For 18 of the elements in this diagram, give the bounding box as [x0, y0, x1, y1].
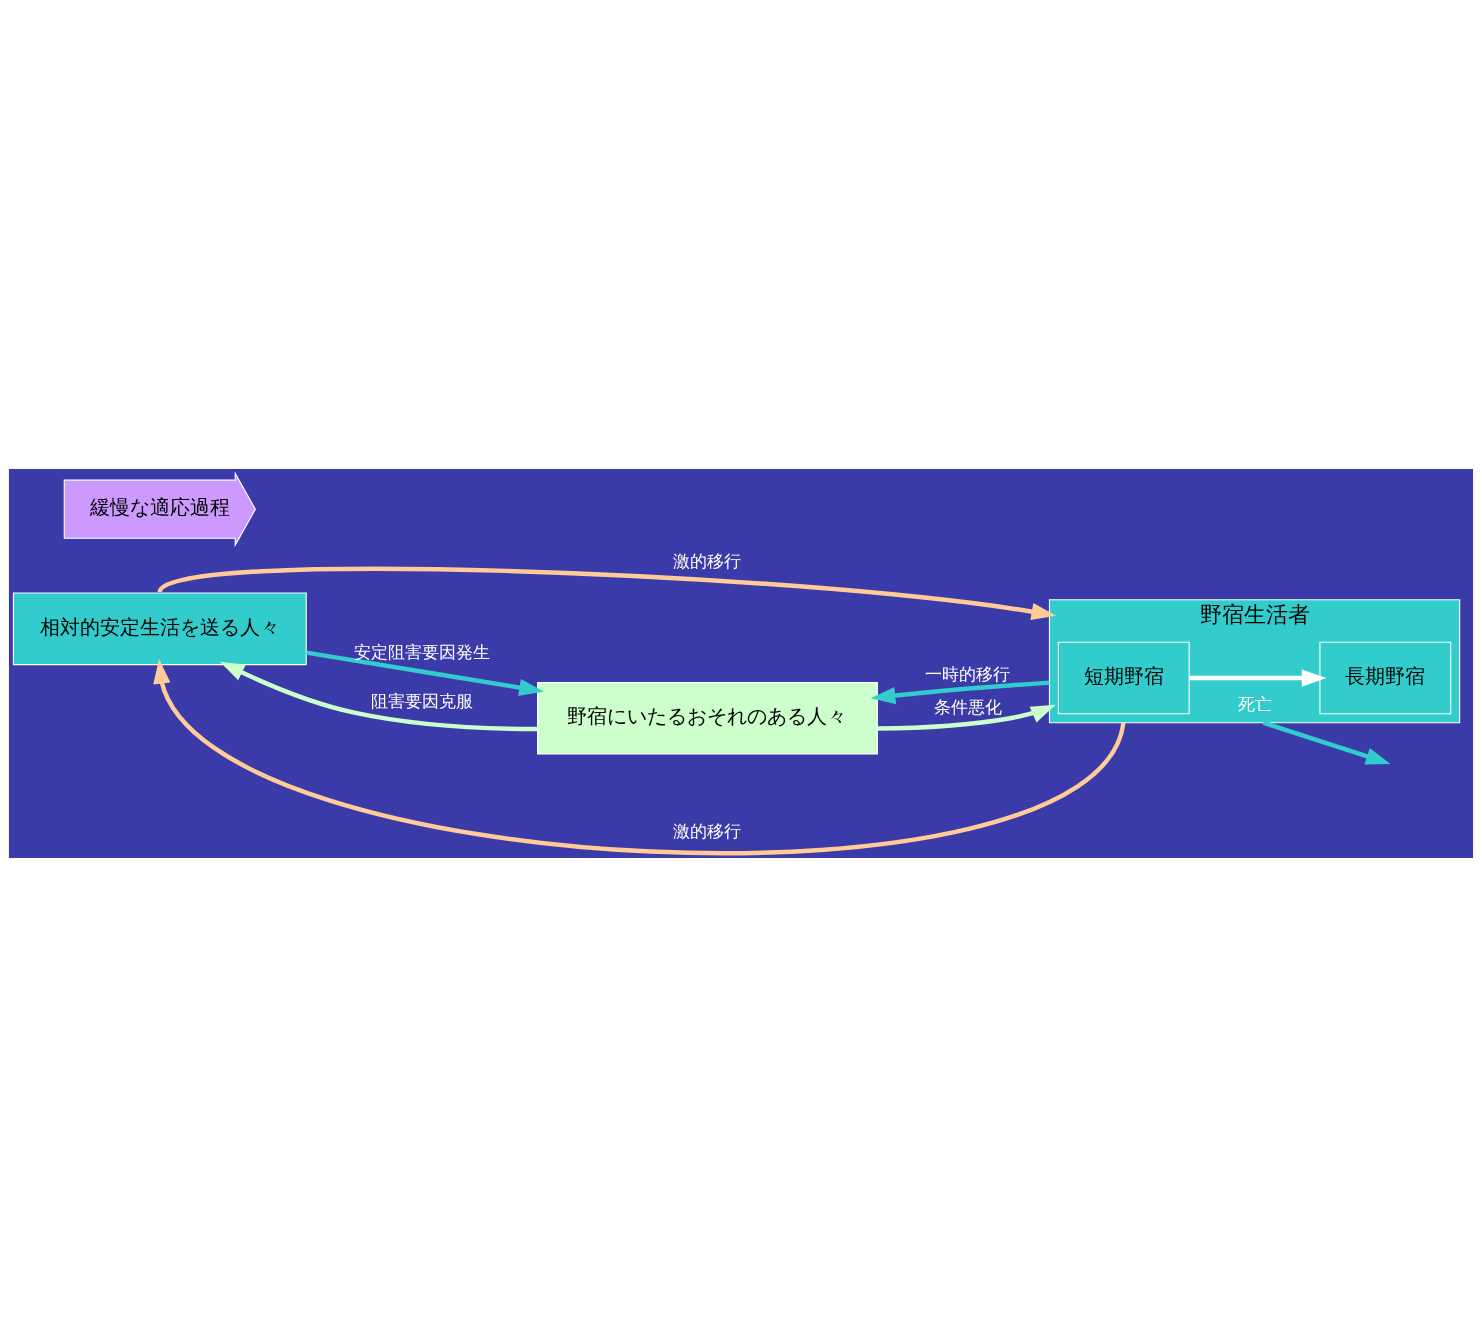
arrow	[306, 650, 544, 697]
node-box: 短期野宿	[1057, 641, 1190, 715]
edge-label: 阻害要因克服	[370, 691, 473, 712]
edge-label: 安定阻害要因発生	[353, 641, 490, 662]
arrow	[870, 680, 1050, 705]
edge-label: 激的移行	[673, 820, 742, 841]
arrow	[158, 566, 1057, 621]
edge-label: 激的移行	[673, 551, 742, 572]
node-box: 相対的安定生活を送る人々	[12, 592, 307, 666]
edge-label: 死亡	[1237, 694, 1272, 715]
arrow	[219, 661, 538, 732]
node-box: 野宿にいたるおそれのある人々	[537, 681, 878, 755]
edge-label: 一時的移行	[925, 664, 1011, 685]
node-box: 長期野宿	[1319, 641, 1452, 715]
arrow	[877, 704, 1056, 731]
arrow	[1262, 720, 1391, 765]
arrow	[1189, 669, 1327, 687]
edge-label: 条件悪化	[933, 696, 1002, 717]
